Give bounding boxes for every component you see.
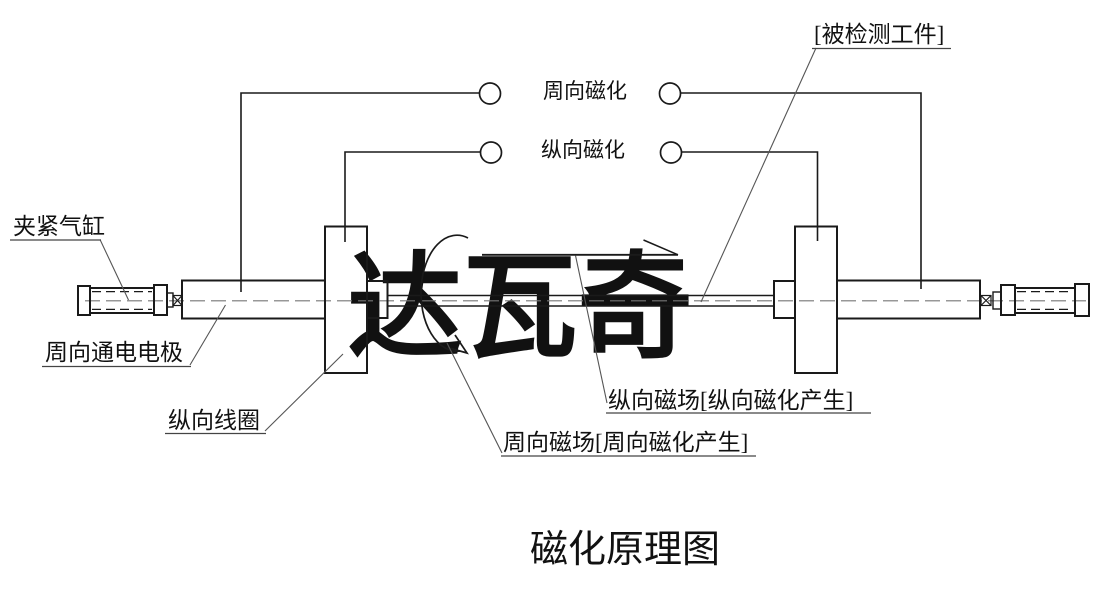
left-longitudinal-coil-block <box>324 225 368 374</box>
longitudinal-field-leader-line <box>574 255 608 404</box>
right-cylinder-front-cap <box>1000 284 1016 316</box>
longitudinal-terminal-label: 纵向磁化 <box>541 138 625 162</box>
electrode-label: 周向通电电极 <box>45 340 183 365</box>
workpiece-label: [被检测工件] <box>814 22 944 47</box>
electrode-leader-line <box>189 304 226 366</box>
right-longitudinal-coil-block <box>794 225 838 374</box>
left-electrode-bar <box>181 279 325 320</box>
circumferential-terminal-left-icon <box>478 82 502 105</box>
watermark-text: 达瓦奇 <box>347 241 692 375</box>
left-coupling-cross <box>172 295 183 306</box>
longitudinal-field-label: 纵向磁场[纵向磁化产生] <box>608 388 853 413</box>
workpiece-leader-line <box>700 47 817 303</box>
right-cylinder-inner-lines <box>1017 291 1073 310</box>
longitudinal-wire-right <box>682 151 819 241</box>
circumferential-field-arrowhead-icon <box>447 334 469 355</box>
right-electrode-bar <box>837 279 981 320</box>
longitudinal-terminal-right-icon <box>659 141 683 164</box>
circumferential-terminal-right-icon <box>658 82 682 105</box>
left-cylinder-front-cap <box>153 284 168 316</box>
longitudinal-field-arrow-barb-icon <box>643 239 679 256</box>
workpiece-rod <box>387 294 774 307</box>
right-coupling-cross <box>980 295 992 306</box>
circumferential-field-label: 周向磁场[周向磁化产生] <box>503 430 748 455</box>
circumferential-field-leader-line <box>446 342 503 454</box>
right-cylinder-rear-cap <box>1074 283 1090 317</box>
longitudinal-terminal-left-icon <box>479 141 503 164</box>
coil-label: 纵向线圈 <box>168 408 260 433</box>
circumferential-field-arc <box>420 234 469 353</box>
diagram-title: 磁化原理图 <box>530 529 720 571</box>
circumferential-wire-left <box>240 92 479 292</box>
right-coupling <box>980 294 992 307</box>
left-cylinder-inner-lines <box>92 291 152 310</box>
longitudinal-wire-left <box>344 151 480 242</box>
circumferential-wire-right <box>681 92 922 289</box>
clamp-cylinder-leader-line <box>99 239 129 301</box>
clamp-cylinder-label: 夹紧气缸 <box>13 214 105 239</box>
right-clamp-cylinder <box>980 283 1090 317</box>
right-collet <box>773 280 796 319</box>
left-clamp-cylinder <box>77 284 183 316</box>
circumferential-terminal-label: 周向磁化 <box>543 79 627 103</box>
coil-leader-line <box>264 353 344 432</box>
